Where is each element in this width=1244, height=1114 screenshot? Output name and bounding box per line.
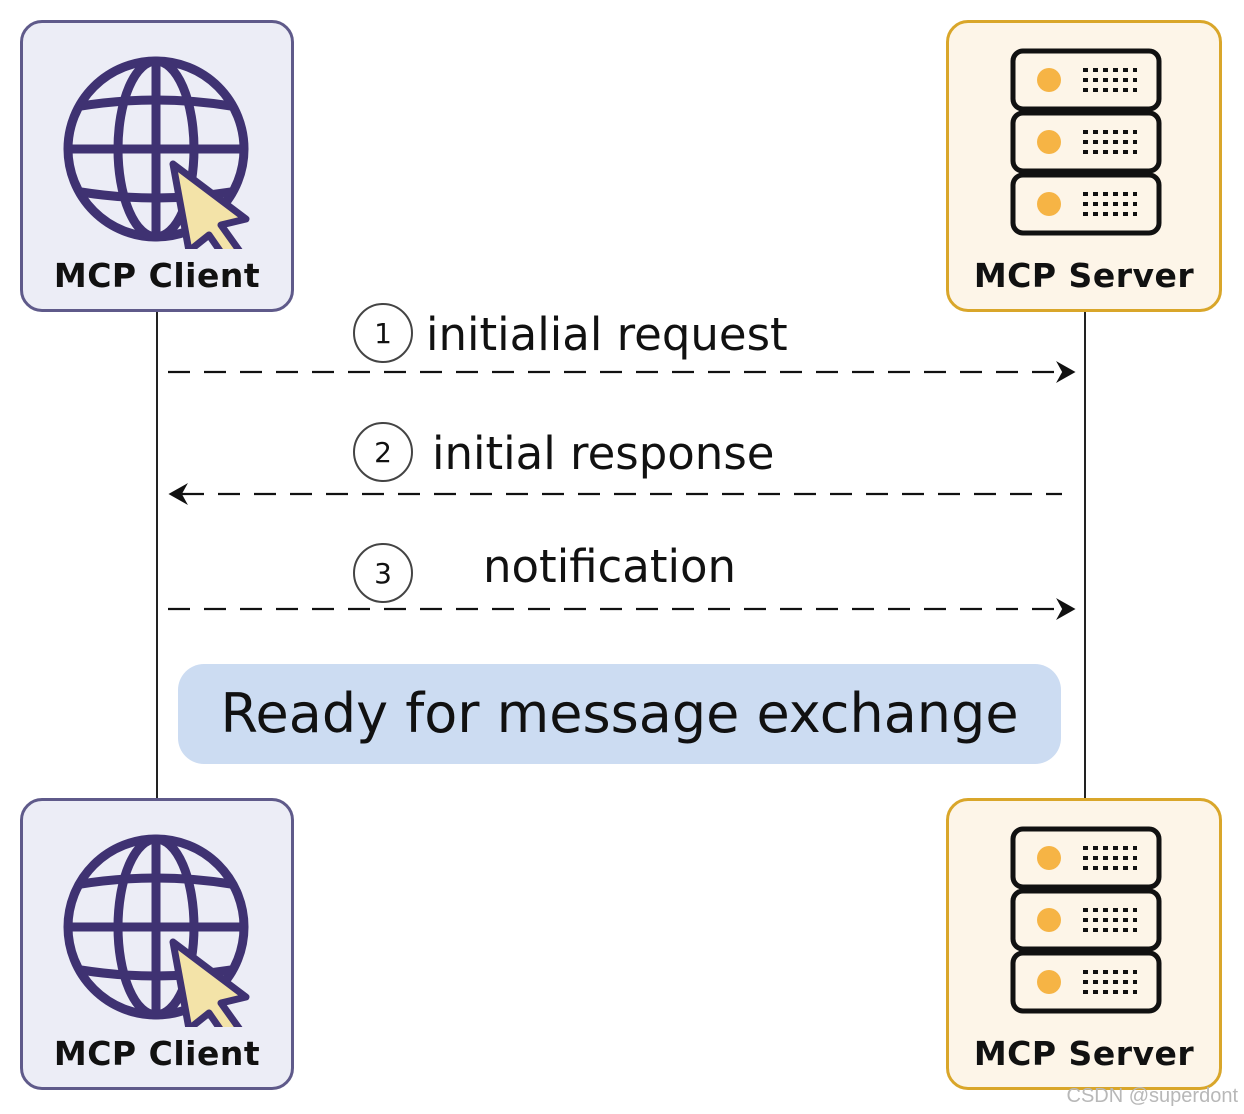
server-lifeline (1084, 310, 1086, 798)
server-rack-icon (1010, 826, 1162, 1014)
client-box-bottom: MCP Client (20, 798, 294, 1090)
message-3-label: notification (483, 540, 737, 593)
client-label-bottom: MCP Client (53, 1034, 261, 1073)
client-lifeline (156, 310, 158, 798)
server-box-top: MCP Server (946, 20, 1222, 312)
ready-banner: Ready for message exchange (178, 664, 1061, 764)
step-2-badge: 2 (353, 422, 413, 482)
message-1-label: initialial request (426, 308, 788, 361)
globe-with-cursor-icon (63, 56, 250, 249)
message-2-label: initial response (432, 427, 775, 480)
server-rack-icon (1010, 48, 1162, 236)
server-label-top: MCP Server (973, 256, 1195, 295)
watermark: CSDN @superdont (1066, 1085, 1238, 1107)
client-label-top: MCP Client (53, 256, 261, 295)
step-1-badge: 1 (353, 303, 413, 363)
step-3-badge: 3 (353, 543, 413, 603)
server-box-bottom: MCP Server (946, 798, 1222, 1090)
globe-with-cursor-icon (63, 834, 250, 1027)
server-label-bottom: MCP Server (973, 1034, 1195, 1073)
client-box-top: MCP Client (20, 20, 294, 312)
